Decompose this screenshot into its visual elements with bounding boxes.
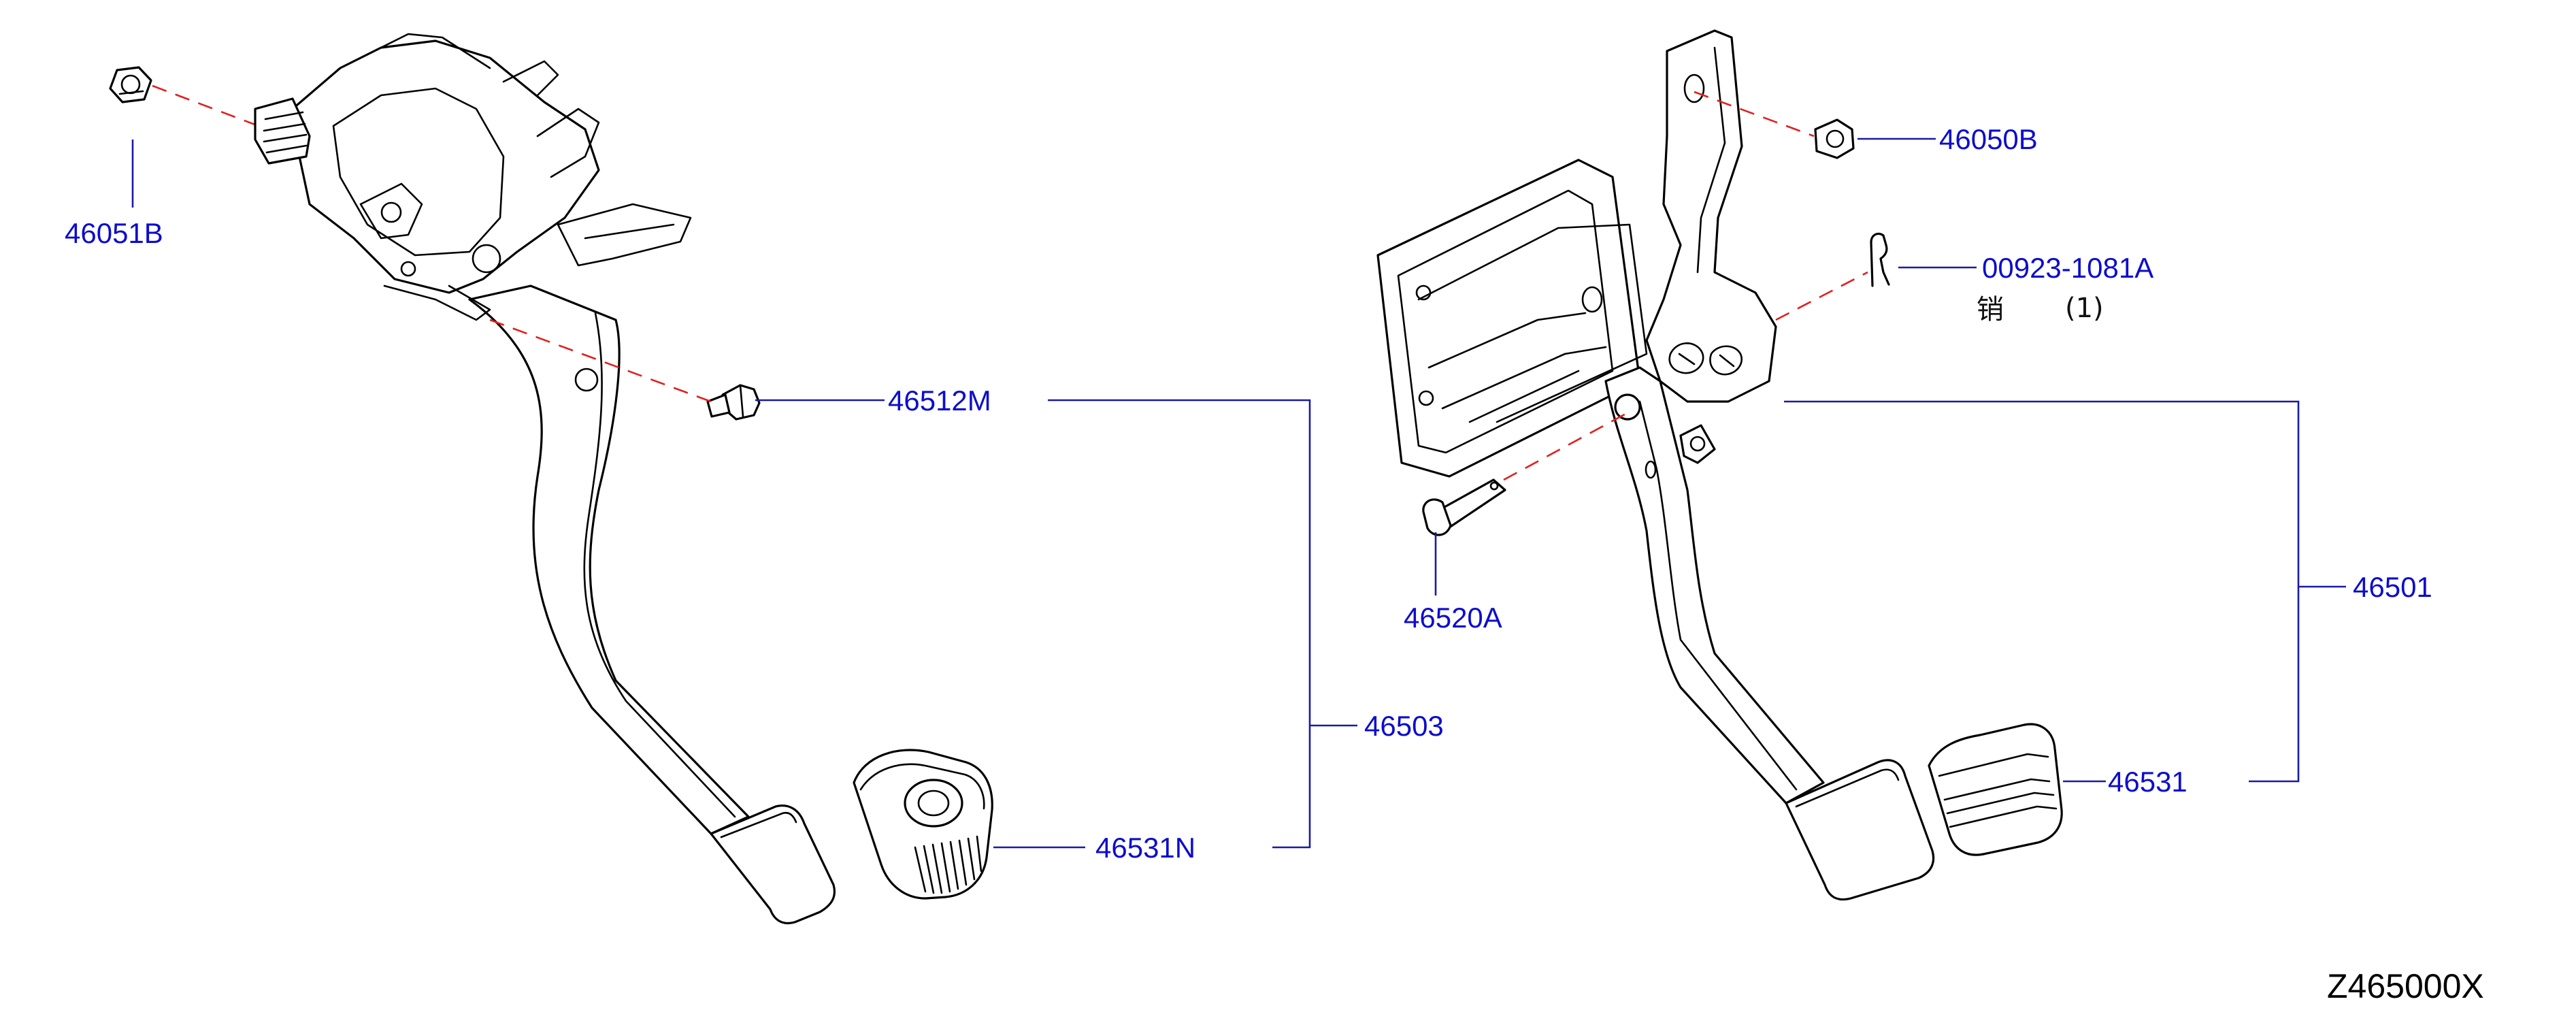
leader-46501 xyxy=(1784,400,2300,783)
assembly-line-nut-right xyxy=(1694,91,1815,137)
callout-46520a: 46520A xyxy=(1404,602,1502,634)
callout-46531: 46531 xyxy=(2108,766,2187,798)
clutch-pedal-drawing xyxy=(254,33,836,924)
clevis-pin-46512m-drawing xyxy=(706,384,761,421)
leader-46503 xyxy=(1048,399,1311,849)
callout-46050b: 46050B xyxy=(1939,123,2038,155)
pad-ribs-right xyxy=(1938,753,2058,828)
callout-00923-1081a: 00923-1081A xyxy=(1982,252,2153,284)
pad-46531-drawing xyxy=(1928,723,2063,856)
callout-46501: 46501 xyxy=(2353,571,2432,603)
callout-46512m: 46512M xyxy=(888,385,991,417)
snap-pin-note-qty: (1) xyxy=(2065,293,2104,324)
brake-bracket-frame-drawing xyxy=(1376,159,1648,478)
pad-ribs-left xyxy=(914,835,982,894)
assembly-line-nut-left xyxy=(152,84,259,127)
clutch-pedal-assembly-drawing xyxy=(109,33,993,924)
assembly-line-clevis-pin xyxy=(489,319,712,403)
callout-46503: 46503 xyxy=(1364,710,1444,742)
brake-pedal-drawing xyxy=(1604,366,1935,901)
brake-pedal-assembly-drawing xyxy=(1376,29,2063,901)
snap-pin-note-char: 销 xyxy=(1977,294,2004,325)
pad-46531n-drawing xyxy=(853,749,993,900)
pin-46520a-drawing xyxy=(1422,478,1506,536)
callout-46531n: 46531N xyxy=(1095,832,1195,864)
assembly-line-snap-pin xyxy=(1775,271,1868,321)
diagram-id: Z465000X xyxy=(2327,967,2484,1005)
callout-46051b: 46051B xyxy=(65,217,163,249)
snap-pin-00923-1081a-drawing xyxy=(1870,232,1890,287)
nut-46051b-drawing xyxy=(109,66,152,103)
brake-upper-bracket-drawing xyxy=(1645,29,1777,403)
leader-lines xyxy=(131,137,2346,849)
callout-labels: 46051B 46512M 46503 46531N 46050B 00923-… xyxy=(65,123,2432,864)
nut-46050b-drawing xyxy=(1814,118,1855,159)
bracket-slot-holes xyxy=(1668,342,1743,376)
